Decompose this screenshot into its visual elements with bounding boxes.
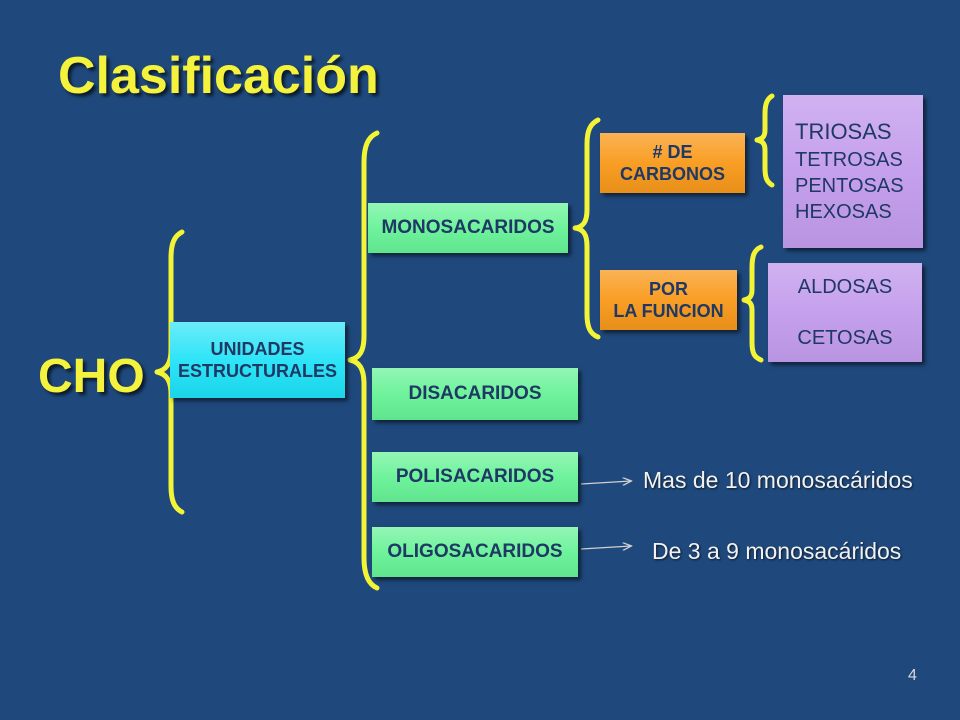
type-cetosas: CETOSAS: [797, 327, 893, 349]
node-monosacaridos: MONOSACARIDOS: [368, 203, 568, 253]
node-carbon-types: TRIOSAS TETROSAS PENTOSAS HEXOSAS: [783, 95, 923, 248]
node-disacaridos: DISACARIDOS: [372, 368, 578, 420]
node-label-line: POR: [648, 279, 688, 299]
node-label: POLISACARIDOS: [395, 466, 555, 487]
type-pentosas: PENTOSAS: [795, 175, 904, 197]
node-unidades-estructurales: UNIDADES ESTRUCTURALES: [170, 322, 345, 398]
node-label-line: CARBONOS: [619, 164, 725, 184]
node-label-line: ESTRUCTURALES: [177, 361, 337, 381]
node-function-types: ALDOSAS CETOSAS: [768, 263, 922, 362]
root-label-cho: CHO: [38, 350, 145, 403]
slide-title: Clasificación: [58, 47, 379, 105]
node-por-la-funcion: POR LA FUNCION: [600, 270, 737, 330]
brace-carbon-types: [754, 93, 775, 188]
node-label-line: UNIDADES: [210, 339, 305, 359]
arrow-polisacaridos-note: [580, 481, 631, 484]
brace-root: [154, 229, 185, 515]
brace-monosaccharide-criteria: [572, 117, 601, 340]
arrow-oligosacaridos-note: [580, 546, 631, 549]
node-label-line: # DE: [652, 142, 693, 162]
node-label: DISACARIDOS: [408, 383, 542, 404]
type-hexosas: HEXOSAS: [795, 201, 892, 223]
note-polisacaridos: Mas de 10 monosacáridos: [643, 467, 913, 493]
node-label-line: LA FUNCION: [613, 301, 724, 321]
note-oligosacaridos: De 3 a 9 monosacáridos: [652, 538, 902, 564]
node-label: MONOSACARIDOS: [381, 217, 555, 238]
page-number: 4: [908, 667, 917, 684]
type-tetrosas: TETROSAS: [795, 149, 903, 171]
brace-function-types: [741, 244, 764, 363]
node-polisacaridos: POLISACARIDOS: [372, 452, 578, 502]
node-numero-de-carbonos: # DE CARBONOS: [600, 133, 745, 193]
node-oligosacaridos: OLIGOSACARIDOS: [372, 527, 578, 577]
type-triosas: TRIOSAS: [795, 119, 892, 144]
brace-classes: [347, 130, 380, 591]
type-aldosas: ALDOSAS: [797, 276, 893, 298]
node-label: OLIGOSACARIDOS: [387, 541, 563, 562]
